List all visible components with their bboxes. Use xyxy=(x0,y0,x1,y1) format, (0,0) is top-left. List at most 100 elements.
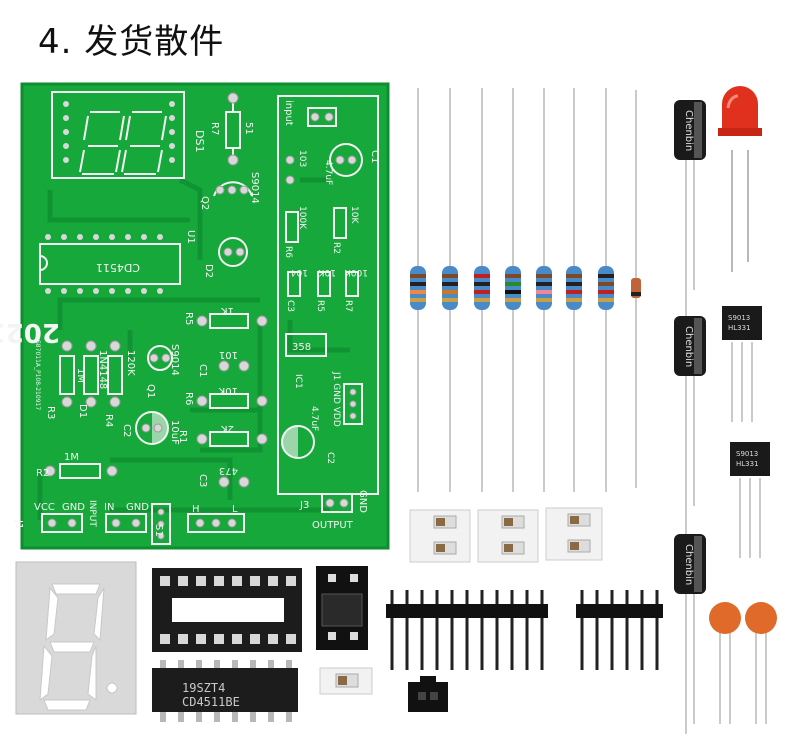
bottom-headers: VCC GND J1 INPUT IN GND S1 H L xyxy=(13,500,245,545)
c3a-footprint: C3 473 xyxy=(197,465,250,488)
right-c2-label: C2 xyxy=(325,452,335,464)
display-footprint: DS1 xyxy=(51,91,206,179)
r2-footprint: R2 1M xyxy=(36,452,118,479)
u1-chip-label: CD4511 xyxy=(96,261,140,274)
ds1-label: DS1 xyxy=(193,130,206,152)
d1-label: D1 xyxy=(77,404,88,418)
r6-footprint: R6 10K xyxy=(183,385,268,409)
c2a-label: C2 xyxy=(121,424,132,437)
seven-segment-display xyxy=(15,561,137,715)
ceramic-capacitors xyxy=(709,602,777,724)
chip-pin xyxy=(250,660,256,670)
right-output: OUTPUT xyxy=(312,520,354,531)
resistor xyxy=(598,88,614,492)
q2-label: Q2 xyxy=(199,196,210,210)
right-j1-gnd-vdd: J1 GND VDD xyxy=(331,371,341,427)
q1-label: Q1 xyxy=(145,384,156,398)
capacitor-brand: Chenbin xyxy=(683,544,694,585)
jumper-cap xyxy=(408,676,448,712)
socket-pin xyxy=(268,634,278,644)
resistor xyxy=(410,88,426,492)
r2-label: R2 xyxy=(36,468,49,479)
date-label: 2021-05 xyxy=(0,317,60,347)
r5-value: 1K xyxy=(221,305,234,316)
socket-pin xyxy=(196,634,206,644)
right-r6: R6 xyxy=(283,246,293,258)
socket-pin xyxy=(250,634,260,644)
pin-headers xyxy=(386,590,663,670)
r4-label: R4 xyxy=(103,414,114,427)
chip-pin xyxy=(286,710,292,722)
chip-line-2: CD4511BE xyxy=(182,695,240,709)
pcb-right-region: input C1 4.7uF 103 100K R6 10K R2 104 10… xyxy=(281,100,380,531)
right-input-label: input xyxy=(283,100,294,126)
vcc-label: VCC xyxy=(34,502,55,513)
chip-pin xyxy=(214,710,220,722)
right-j3: J3 xyxy=(299,500,309,511)
transistor-marking: HL331 xyxy=(736,460,759,468)
right-c1-value: 4.7uF xyxy=(323,160,333,185)
r6-value: 10K xyxy=(218,385,238,396)
r4-value: 120K xyxy=(125,350,136,376)
r3-label: R3 xyxy=(45,406,56,419)
q2-footprint: Q2 S9014 xyxy=(199,172,260,210)
chip-pin xyxy=(160,660,166,670)
transistor-marking: S9013 xyxy=(728,314,750,322)
resistor-row xyxy=(410,88,614,492)
s1-label: S1 xyxy=(153,524,164,537)
pcb-board: DS1 R7 51 Q2 S9014 CD4511 xyxy=(0,82,390,550)
resistor xyxy=(505,88,521,492)
socket-pin xyxy=(160,634,170,644)
r3-value: 1M xyxy=(75,368,86,383)
gnd2-label: GND xyxy=(126,502,149,513)
electrolytic-capacitor: Chenbin xyxy=(674,534,706,734)
resistor xyxy=(536,88,552,492)
chip-pin xyxy=(178,710,184,722)
r2-value: 1M xyxy=(64,452,79,463)
chip-pin xyxy=(178,660,184,670)
socket-pin xyxy=(214,576,224,586)
transistor-marking: HL331 xyxy=(728,324,751,332)
electrolytic-capacitor: Chenbin xyxy=(674,100,706,320)
socket-pin xyxy=(232,634,242,644)
d2-footprint: D2 xyxy=(203,237,248,278)
r1-label: R1 xyxy=(177,430,188,443)
ic-socket xyxy=(152,568,302,652)
socket-pin xyxy=(286,634,296,644)
diode-1n4148 xyxy=(631,90,641,488)
socket-pin xyxy=(232,576,242,586)
right-c2-value: 4.7uF xyxy=(309,406,319,431)
chip-pin xyxy=(286,660,292,670)
chip-pin xyxy=(196,710,202,722)
right-r100k: 100K xyxy=(297,206,307,230)
chip-line-1: 19SZT4 xyxy=(182,681,225,695)
chip-pin xyxy=(232,710,238,722)
c2a-value: 10uF xyxy=(169,420,180,445)
chip-pin xyxy=(214,660,220,670)
q1-part: S9014 xyxy=(169,344,180,376)
right-c1-label: C1 xyxy=(369,150,380,163)
l-label: L xyxy=(232,504,238,515)
r5-footprint: R5 1K xyxy=(183,305,268,329)
right-r7: R7 xyxy=(343,300,353,312)
resistor xyxy=(566,88,582,492)
c3a-value: 473 xyxy=(219,465,238,476)
page-title: 4. 发货散件 xyxy=(38,22,225,62)
chip-pin xyxy=(268,660,274,670)
electrolytic-capacitor: Chenbin xyxy=(674,316,706,536)
r7-footprint: R7 51 xyxy=(209,92,254,166)
capacitor-brand: Chenbin xyxy=(683,110,694,151)
chip-pin xyxy=(250,710,256,722)
right-c3: C3 xyxy=(285,300,295,312)
c1a-label: C1 xyxy=(197,364,208,377)
r7-label: R7 xyxy=(209,122,220,135)
q2-part: S9014 xyxy=(249,172,260,204)
socket-pin xyxy=(160,576,170,586)
chip-pin xyxy=(196,660,202,670)
r1-value: 2K xyxy=(221,423,234,434)
chip-pin xyxy=(160,710,166,722)
resistor xyxy=(474,88,490,492)
